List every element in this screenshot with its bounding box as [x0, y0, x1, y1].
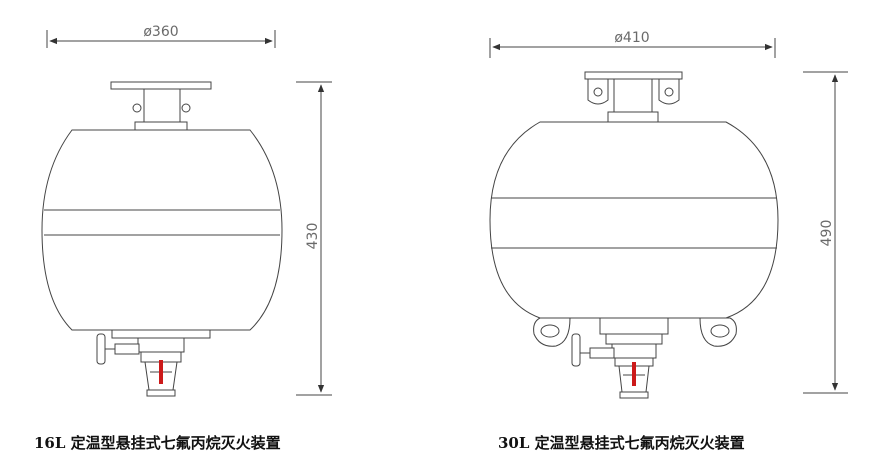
unit-16l-diameter-label: ø360 [143, 24, 178, 40]
unit-30l-mount-bracket [584, 71, 683, 123]
unit-30l-valve-assembly [571, 317, 669, 399]
unit-30l-width-dimension: ø410 [489, 30, 776, 58]
unit-30l-height-label: 490 [819, 220, 835, 247]
unit-30l-caption: 30L 定温型悬挂式七氟丙烷灭火装置 [498, 434, 745, 452]
unit-16l-height-label: 430 [305, 223, 321, 250]
unit-16l-drawing: ø360 430 [34, 24, 332, 452]
unit-30l-cylinder [489, 121, 779, 319]
unit-16l-valve-assembly [96, 329, 211, 397]
unit-16l-caption: 16L 定温型悬挂式七氟丙烷灭火装置 [34, 434, 281, 452]
unit-30l-diameter-label: ø410 [614, 30, 649, 46]
unit-16l-width-dimension: ø360 [46, 24, 276, 48]
unit-30l-side-lugs [533, 317, 737, 347]
unit-16l-mount-bracket [110, 81, 212, 131]
unit-30l-height-dimension: 490 [803, 71, 848, 394]
unit-30l-drawing: ø410 490 [489, 30, 848, 452]
unit-16l-cylinder [41, 129, 283, 331]
unit-16l-height-dimension: 430 [296, 81, 332, 396]
